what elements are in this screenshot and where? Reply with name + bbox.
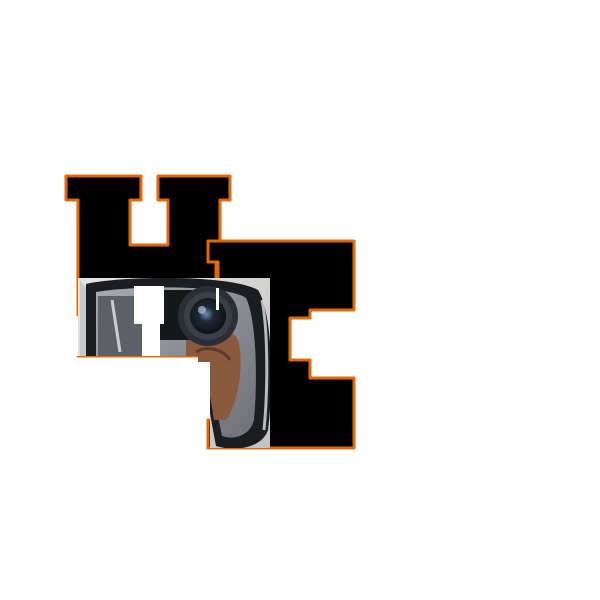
- hand-finger-shadow: [195, 347, 232, 361]
- lens-highlight: [198, 306, 206, 314]
- h-left-cut: [64, 316, 78, 356]
- reflection-frame: [110, 299, 122, 353]
- camera-lens-glass: [190, 298, 226, 334]
- h-notch-bottom: [142, 324, 160, 356]
- mirror-photo: [78, 278, 270, 448]
- e-thin-gap: [216, 288, 219, 310]
- letter-notches: [64, 286, 219, 356]
- h-notch-top: [134, 286, 164, 324]
- mirror-edge-highlight: [260, 299, 269, 431]
